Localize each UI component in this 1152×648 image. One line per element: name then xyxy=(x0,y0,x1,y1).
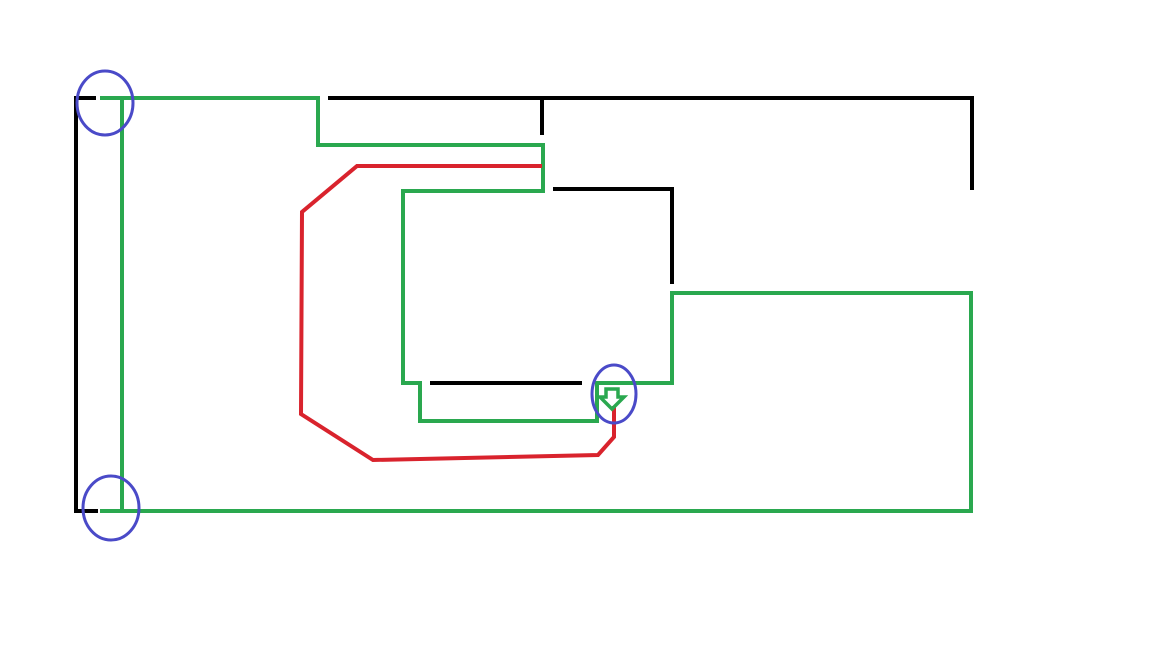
highlight-circle-top-left xyxy=(75,69,135,137)
red-route xyxy=(298,164,616,463)
green-main-route xyxy=(100,96,973,513)
highlight-circle-center xyxy=(590,363,638,425)
black-inner-bracket xyxy=(553,187,674,284)
black-top-beam xyxy=(328,96,974,190)
down-arrow-icon xyxy=(595,387,629,412)
black-frame-left xyxy=(74,96,98,513)
highlight-circle-bottom-left xyxy=(81,474,141,542)
